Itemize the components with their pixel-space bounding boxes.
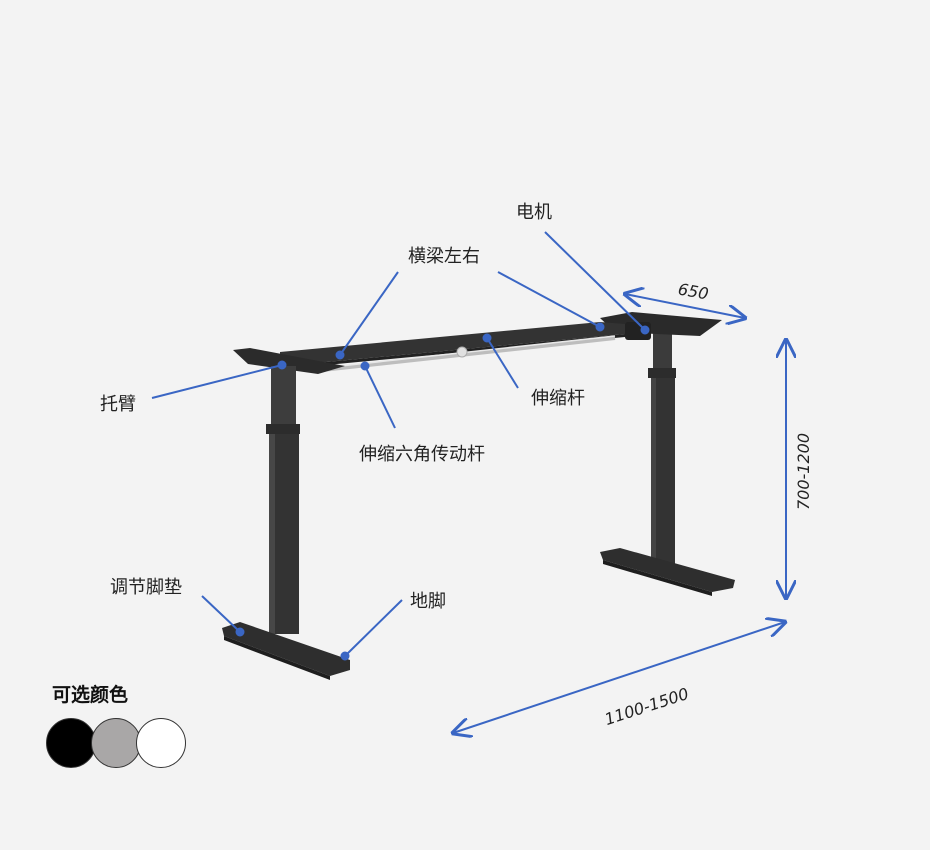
color-swatch-gray[interactable]: [91, 718, 141, 768]
left-foot: [222, 622, 350, 680]
callout-dot-motor: [640, 325, 650, 335]
label-foot: 地脚: [410, 591, 446, 612]
callout-dot-arm: [277, 360, 287, 370]
callout-line-crossbeam-left: [339, 271, 399, 356]
depth-dimension-arrow: [625, 294, 745, 318]
dimension-height-label: 700-1200: [794, 432, 814, 511]
left-arm: [233, 348, 345, 374]
label-hex-drive-rod: 伸缩六角传动杆: [359, 444, 485, 465]
callout-dot-telescopic-rod: [482, 333, 492, 343]
callout-line-crossbeam-right: [497, 271, 601, 328]
color-options-title: 可选颜色: [52, 684, 129, 706]
callout-dot-adjustable-pad: [235, 627, 245, 637]
callout-dot-foot: [340, 651, 350, 661]
color-swatch-white[interactable]: [136, 718, 186, 768]
callout-line-foot: [344, 599, 403, 657]
callout-line-telescopic-rod: [486, 337, 519, 389]
hex-drive-rod: [321, 335, 616, 372]
callout-line-motor: [544, 231, 646, 331]
label-telescopic-rod: 伸缩杆: [531, 388, 585, 409]
callout-line-hex-drive-rod: [364, 365, 396, 429]
label-adjustable-pad: 调节脚垫: [110, 577, 182, 598]
callout-line-adjustable-pad: [201, 595, 241, 633]
callout-dot-crossbeam-left: [335, 350, 345, 360]
callout-dot-hex-drive-rod: [360, 361, 370, 371]
callout-dot-crossbeam-right: [595, 322, 605, 332]
color-swatch-black[interactable]: [46, 718, 96, 768]
right-foot: [600, 548, 735, 596]
callout-line-arm: [151, 364, 283, 399]
label-motor: 电机: [516, 202, 552, 223]
left-leg: [266, 366, 300, 634]
width-dimension-arrow: [453, 622, 785, 733]
crossbeam: [280, 322, 625, 367]
label-arm: 托臂: [100, 394, 136, 415]
right-leg: [648, 330, 676, 568]
label-crossbeam: 横梁左右: [408, 246, 480, 267]
